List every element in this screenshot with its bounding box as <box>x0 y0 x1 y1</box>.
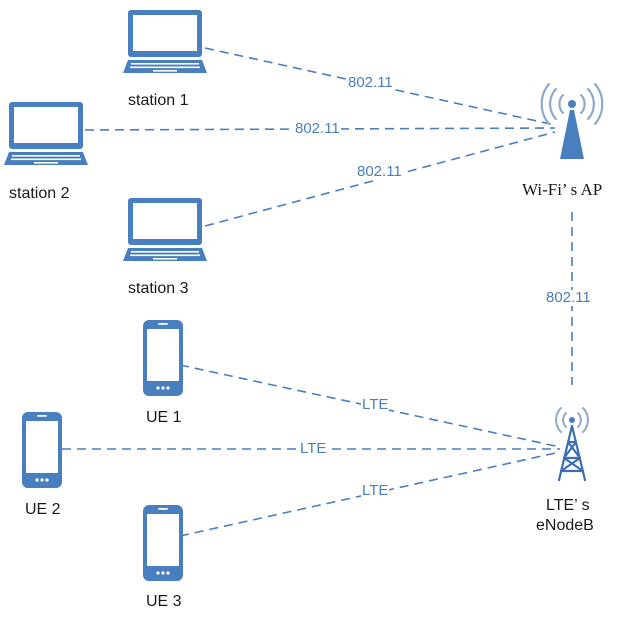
station-3-label: station 3 <box>128 280 189 297</box>
link-ue1-enb <box>179 364 561 448</box>
link-label-station2-ap: 802.11 <box>294 120 341 137</box>
cell-tower-icon <box>555 407 589 482</box>
smartphone-icon <box>22 412 62 488</box>
link-label-ue2-enb: LTE <box>299 440 328 457</box>
link-label-station1-ap: 802.11 <box>347 74 394 91</box>
laptop-icon <box>123 10 207 73</box>
ue-2-label: UE 2 <box>25 501 61 518</box>
enodeb-label-line1: LTE’ s <box>546 497 590 514</box>
station-2-label: station 2 <box>9 185 70 202</box>
enodeb-label-line2: eNodeB <box>536 517 594 534</box>
laptop-icon <box>123 198 207 261</box>
link-label-ue3-enb: LTE <box>361 482 390 499</box>
smartphone-icon <box>143 320 183 396</box>
link-ue3-enb <box>179 451 561 537</box>
link-label-station3-ap: 802.11 <box>356 163 403 180</box>
ue-1-label: UE 1 <box>146 409 182 426</box>
ue-3-label: UE 3 <box>146 593 182 610</box>
laptop-icon <box>4 102 88 165</box>
station-1-label: station 1 <box>128 92 189 109</box>
link-label-ap-enb: 802.11 <box>545 289 592 306</box>
wifi-ap-label: Wi-Fi’ s AP <box>522 180 603 199</box>
link-label-ue1-enb: LTE <box>361 396 390 413</box>
wifi-access-point-icon <box>540 82 604 159</box>
link-station2-ap <box>84 127 556 131</box>
smartphone-icon <box>143 505 183 581</box>
